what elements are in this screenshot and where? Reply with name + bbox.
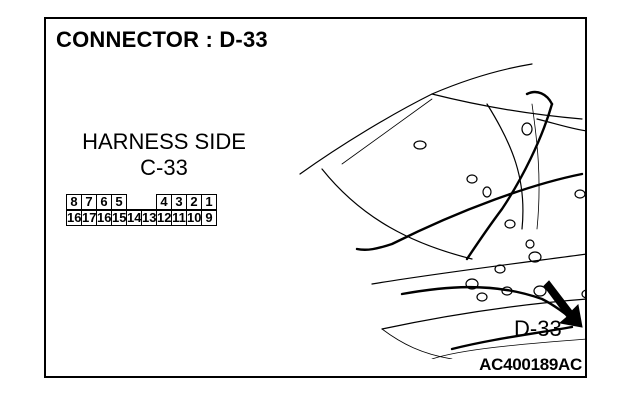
windshield-outline (299, 63, 533, 175)
pin-cell: 7 (81, 194, 97, 210)
pin-cell: 8 (66, 194, 82, 210)
pin-cell: 5 (111, 194, 127, 210)
pin-cell: 16 (96, 210, 112, 226)
pin-cell: 2 (186, 194, 202, 210)
clip-icon (528, 251, 542, 263)
clip-icon (504, 219, 516, 229)
callout-connector-label: D-33 (514, 316, 562, 341)
windshield-top-edge (431, 93, 583, 120)
dashboard-curve (381, 328, 453, 359)
pin-cell: 13 (141, 210, 157, 226)
callout-arrow (543, 280, 583, 328)
pin-cell-empty (126, 194, 142, 210)
windshield-glass-inner (341, 98, 433, 165)
pin-cell: 6 (96, 194, 112, 210)
pin-cell: 14 (126, 210, 142, 226)
harness-connector-id: C-33 (140, 155, 188, 180)
harness-side-heading: HARNESS SIDE C-33 (46, 129, 282, 181)
hood-curve (431, 338, 587, 359)
clip-icon (482, 186, 492, 198)
connector-title: CONNECTOR : D-33 (56, 27, 268, 52)
harness-wire-roof (355, 172, 584, 251)
clip-icon (533, 285, 547, 297)
cowl-line (371, 253, 587, 285)
harness-wire-pillar (465, 102, 554, 261)
clip-icon (581, 289, 587, 299)
pin-cell-empty (141, 194, 157, 210)
windshield-glass-lower (321, 168, 473, 260)
clip-icon (413, 140, 427, 150)
pin-cell: 1 (201, 194, 217, 210)
clip-icon (494, 264, 506, 274)
clip-icon (525, 239, 535, 249)
clip-icon (574, 189, 586, 199)
pin-cell: 3 (171, 194, 187, 210)
harness-wire-roof-branch (525, 90, 554, 106)
figure-code: AC400189AC (479, 355, 582, 374)
clip-icon (476, 292, 488, 302)
clip-icon (521, 122, 533, 136)
pin-cell: 12 (156, 210, 172, 226)
clip-icon (466, 174, 478, 184)
pin-row-top: 8 7 6 5 4 3 2 1 (66, 194, 217, 210)
harness-wire-lower (450, 325, 574, 351)
roof-line (536, 118, 587, 132)
pin-cell: 4 (156, 194, 172, 210)
pin-cell: 10 (186, 210, 202, 226)
a-pillar-edge-2 (531, 103, 540, 230)
harness-side-label: HARNESS SIDE (82, 129, 246, 154)
pin-cell: 17 (81, 210, 97, 226)
pin-row-bottom: 16 17 16 15 14 13 12 11 10 9 (66, 210, 217, 226)
a-pillar-edge (486, 103, 524, 230)
pin-cell: 15 (111, 210, 127, 226)
pin-cell: 16 (66, 210, 82, 226)
connector-pin-face: 8 7 6 5 4 3 2 1 16 17 16 15 14 13 12 11 … (66, 194, 217, 226)
pin-cell: 9 (201, 210, 217, 226)
clip-icon (501, 286, 513, 296)
diagram-frame: CONNECTOR : D-33 HARNESS SIDE C-33 8 7 6… (44, 17, 587, 378)
clip-icon (465, 278, 479, 290)
pin-cell: 11 (171, 210, 187, 226)
vehicle-harness-illustration (299, 63, 587, 359)
